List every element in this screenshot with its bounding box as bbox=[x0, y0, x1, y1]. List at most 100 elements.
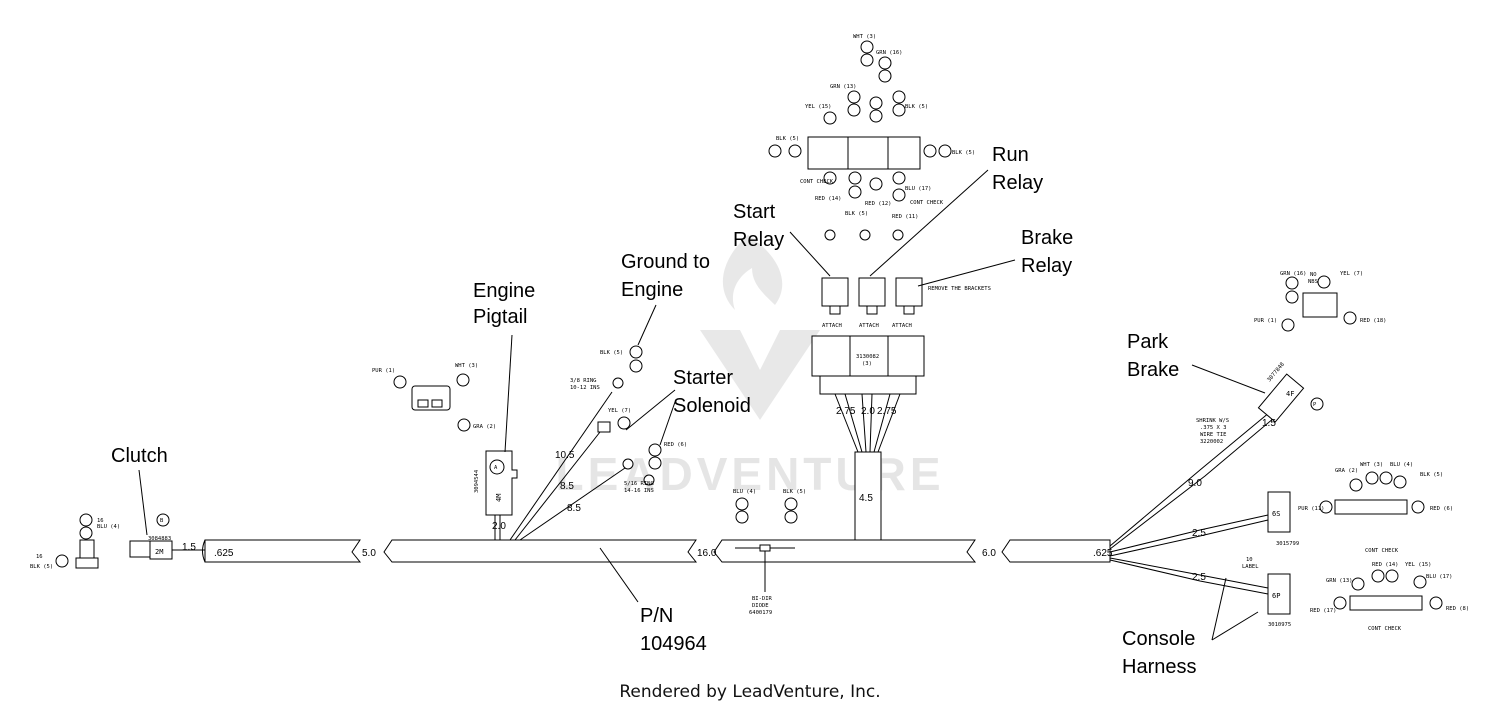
flame-logo-icon bbox=[722, 235, 783, 310]
svg-text:BI-DIR: BI-DIR bbox=[752, 596, 773, 602]
svg-text:2.0: 2.0 bbox=[861, 406, 875, 417]
svg-text:3010975: 3010975 bbox=[1268, 622, 1291, 628]
svg-text:SHRINK W/S: SHRINK W/S bbox=[1196, 418, 1229, 424]
svg-text:14-16 INS: 14-16 INS bbox=[624, 488, 654, 494]
diode-assembly: BLU (4) BLK (5) BI-DIR DIODE 6400179 bbox=[733, 489, 806, 616]
callout-park-brake-1: Park bbox=[1127, 331, 1169, 353]
svg-text:6400179: 6400179 bbox=[749, 610, 772, 616]
ground-to-engine: BLK (5) 3/8 RING 10-12 INS 10.5 bbox=[509, 345, 643, 541]
svg-text:6S: 6S bbox=[1272, 510, 1280, 518]
svg-text:BLU (4): BLU (4) bbox=[1390, 462, 1413, 468]
svg-text:BLK (5): BLK (5) bbox=[1420, 472, 1443, 478]
callout-console-1: Console bbox=[1122, 628, 1195, 650]
callout-starter-2: Solenoid bbox=[673, 395, 751, 417]
trunk-dimensions: 1.5 .625 5.0 16.0 6.0 .625 bbox=[182, 542, 1113, 559]
svg-text:PUR (1): PUR (1) bbox=[1254, 318, 1277, 324]
svg-text:ATTACH: ATTACH bbox=[859, 323, 879, 329]
svg-text:8.5: 8.5 bbox=[560, 481, 574, 492]
svg-text:(3): (3) bbox=[862, 361, 872, 367]
svg-text:.375 X 3: .375 X 3 bbox=[1200, 425, 1227, 431]
svg-text:9.0: 9.0 bbox=[1188, 478, 1202, 489]
svg-text:5/16 RING: 5/16 RING bbox=[624, 481, 654, 487]
run-relay-icon bbox=[858, 277, 886, 315]
svg-text:B: B bbox=[160, 518, 164, 524]
svg-text:CONT CHECK: CONT CHECK bbox=[1368, 626, 1402, 632]
clutch-connector: 3084883 2M B 16 BLU (4) 16 BLK (5) bbox=[30, 513, 205, 570]
callouts: Clutch Engine Pigtail Ground to Engine S… bbox=[111, 144, 1196, 678]
starter-solenoid-wires: YEL (7) RED (6) 5/16 RING 14-16 INS 8.5 … bbox=[514, 408, 687, 541]
svg-text:2.5: 2.5 bbox=[1192, 572, 1206, 583]
svg-text:GRN (16): GRN (16) bbox=[876, 50, 903, 56]
dim-label: 1.5 bbox=[182, 542, 196, 553]
callout-clutch: Clutch bbox=[111, 445, 168, 467]
svg-text:WHT (3): WHT (3) bbox=[853, 34, 876, 40]
svg-text:2.5: 2.5 bbox=[1192, 528, 1206, 539]
svg-text:3130082: 3130082 bbox=[856, 354, 879, 360]
main-trunk bbox=[202, 539, 1111, 563]
svg-text:DIODE: DIODE bbox=[752, 603, 769, 609]
svg-text:RED (17): RED (17) bbox=[1310, 608, 1337, 614]
svg-text:CONT CHECK: CONT CHECK bbox=[1365, 548, 1399, 554]
svg-text:RED (18): RED (18) bbox=[1360, 318, 1387, 324]
svg-text:10.5: 10.5 bbox=[555, 450, 575, 461]
callout-run-relay-1: Run bbox=[992, 144, 1029, 166]
trunk-segment-1 bbox=[204, 539, 362, 563]
svg-text:3094544: 3094544 bbox=[474, 469, 480, 493]
svg-text:RED (6): RED (6) bbox=[1430, 506, 1453, 512]
svg-text:GRN (13): GRN (13) bbox=[830, 84, 857, 90]
svg-text:P: P bbox=[1313, 402, 1317, 408]
callout-brake-relay-1: Brake bbox=[1021, 227, 1073, 249]
svg-text:BLK (5): BLK (5) bbox=[845, 211, 868, 217]
svg-text:YEL (15): YEL (15) bbox=[805, 104, 832, 110]
svg-text:BLK (5): BLK (5) bbox=[905, 104, 928, 110]
callout-engine-pigtail-1: Engine bbox=[473, 280, 535, 302]
trunk-end-left bbox=[202, 539, 206, 563]
clutch-part-number: 3084883 bbox=[148, 536, 171, 542]
svg-text:WIRE TIE: WIRE TIE bbox=[1200, 432, 1227, 438]
trunk-segment-4 bbox=[1001, 539, 1111, 563]
callout-starter-1: Starter bbox=[673, 367, 733, 389]
callout-start-relay-2: Relay bbox=[733, 229, 784, 251]
dim-label: 16.0 bbox=[697, 548, 717, 559]
svg-text:16: 16 bbox=[36, 554, 43, 560]
svg-text:NBS: NBS bbox=[1308, 279, 1318, 285]
svg-text:3/8 RING: 3/8 RING bbox=[570, 378, 597, 384]
svg-text:NO: NO bbox=[1310, 272, 1317, 278]
svg-text:2.75: 2.75 bbox=[877, 406, 897, 417]
svg-text:BLK (5): BLK (5) bbox=[952, 150, 975, 156]
svg-text:YEL (7): YEL (7) bbox=[608, 408, 631, 414]
svg-text:2.75: 2.75 bbox=[836, 406, 856, 417]
callout-console-2: Harness bbox=[1122, 656, 1196, 678]
svg-text:LABEL: LABEL bbox=[1242, 564, 1259, 570]
svg-text:4F: 4F bbox=[1286, 390, 1294, 398]
callout-start-relay-1: Start bbox=[733, 201, 776, 223]
svg-text:BLK (5): BLK (5) bbox=[600, 350, 623, 356]
svg-text:GRA (2): GRA (2) bbox=[1335, 468, 1358, 474]
svg-text:8.5: 8.5 bbox=[567, 503, 581, 514]
svg-text:GRA (2): GRA (2) bbox=[473, 424, 496, 430]
svg-text:RED (14): RED (14) bbox=[815, 196, 842, 202]
svg-text:16: 16 bbox=[97, 518, 104, 524]
svg-text:10: 10 bbox=[1246, 557, 1253, 563]
svg-text:3220002: 3220002 bbox=[1200, 439, 1223, 445]
engine-pigtail: A 4M 3094544 2.0 PUR (1) WHT (3) GRA (2) bbox=[372, 363, 518, 540]
callout-pn-2: 104964 bbox=[640, 633, 707, 655]
relay-pinout-detail: WHT (3) GRN (16) GRN (13) YEL (15) BLK (… bbox=[768, 34, 975, 241]
callout-run-relay-2: Relay bbox=[992, 172, 1043, 194]
svg-text:2.0: 2.0 bbox=[492, 521, 506, 532]
callout-brake-relay-2: Relay bbox=[1021, 255, 1072, 277]
dim-label: 5.0 bbox=[362, 548, 376, 559]
callout-ground-2: Engine bbox=[621, 279, 683, 301]
svg-text:BLK (5): BLK (5) bbox=[783, 489, 806, 495]
svg-text:PUR (11): PUR (11) bbox=[1298, 506, 1325, 512]
svg-text:BLU (4): BLU (4) bbox=[97, 524, 120, 530]
callout-pn-1: P/N bbox=[640, 605, 673, 627]
v-logo-icon bbox=[700, 330, 820, 420]
svg-text:CONT CHECK: CONT CHECK bbox=[910, 200, 944, 206]
svg-text:WHT (3): WHT (3) bbox=[1360, 462, 1383, 468]
dim-label: .625 bbox=[214, 548, 234, 559]
svg-text:BLK (5): BLK (5) bbox=[30, 564, 53, 570]
dim-label: .625 bbox=[1093, 548, 1113, 559]
callout-park-brake-2: Brake bbox=[1127, 359, 1179, 381]
